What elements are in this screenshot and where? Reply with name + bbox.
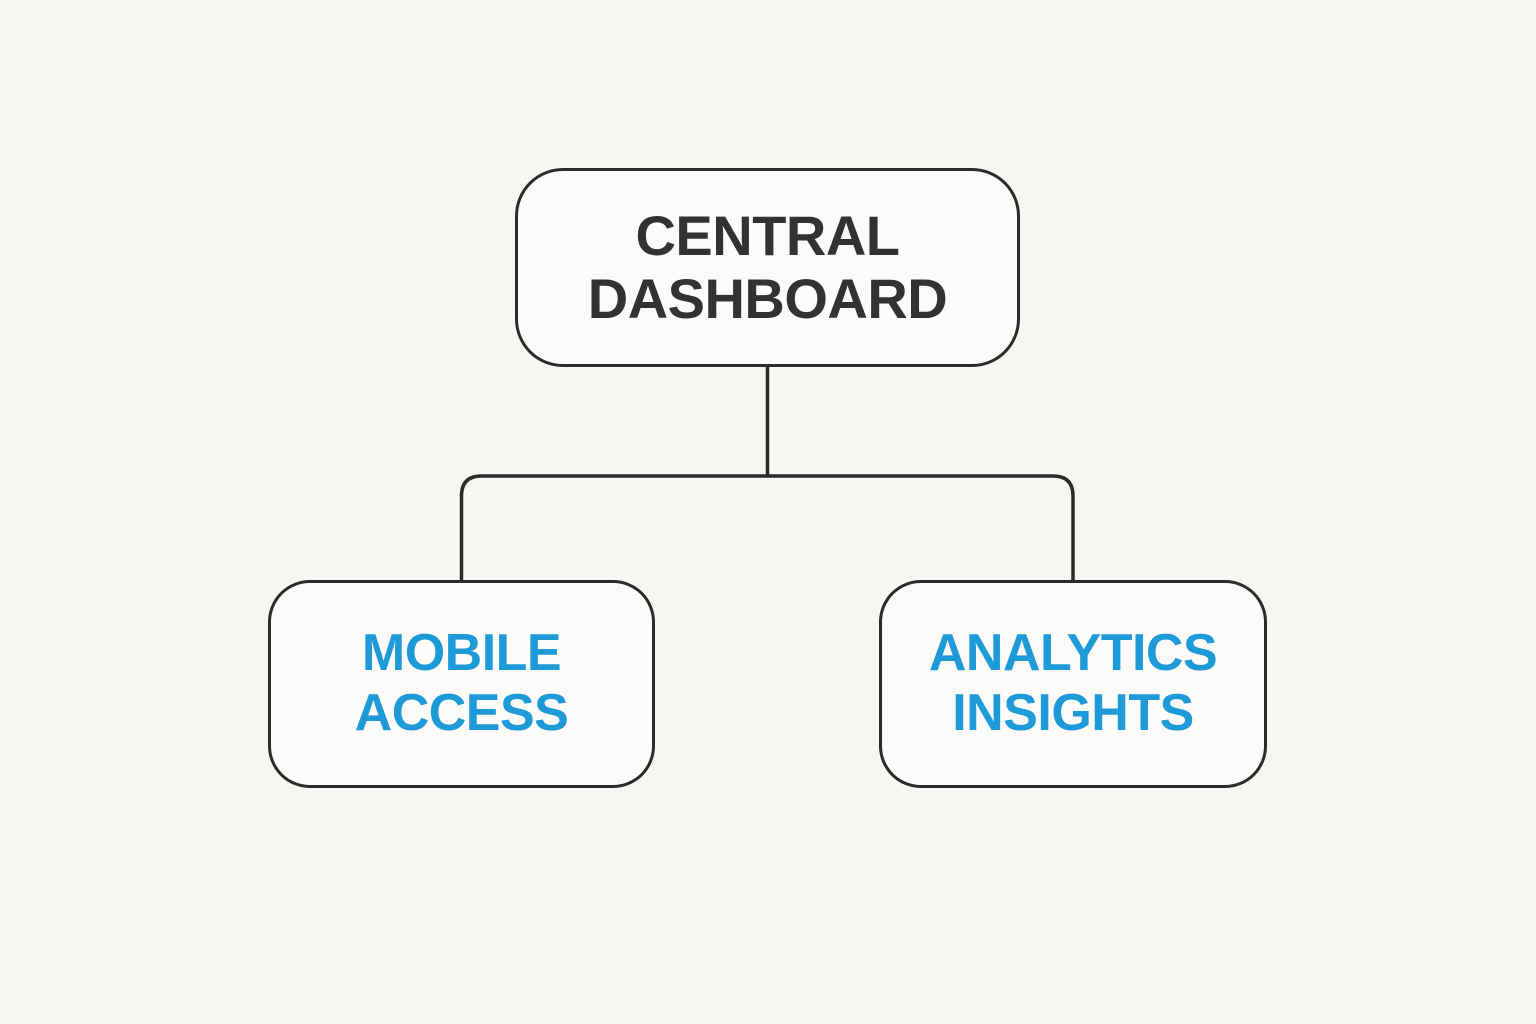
node-analytics-insights-label-line2: INSIGHTS xyxy=(952,684,1194,742)
node-analytics-insights: ANALYTICS INSIGHTS xyxy=(879,580,1267,788)
node-mobile-access: MOBILE ACCESS xyxy=(268,580,655,788)
node-mobile-access-label-line2: ACCESS xyxy=(354,684,569,742)
node-central-dashboard: CENTRAL DASHBOARD xyxy=(515,168,1020,367)
node-analytics-insights-label-line1: ANALYTICS xyxy=(928,624,1218,683)
edge-rail-to-children xyxy=(459,474,1075,580)
node-central-dashboard-label-line2: DASHBOARD xyxy=(587,266,948,330)
node-central-dashboard-label-line1: CENTRAL xyxy=(635,203,900,267)
node-mobile-access-label-line1: MOBILE xyxy=(361,624,562,683)
